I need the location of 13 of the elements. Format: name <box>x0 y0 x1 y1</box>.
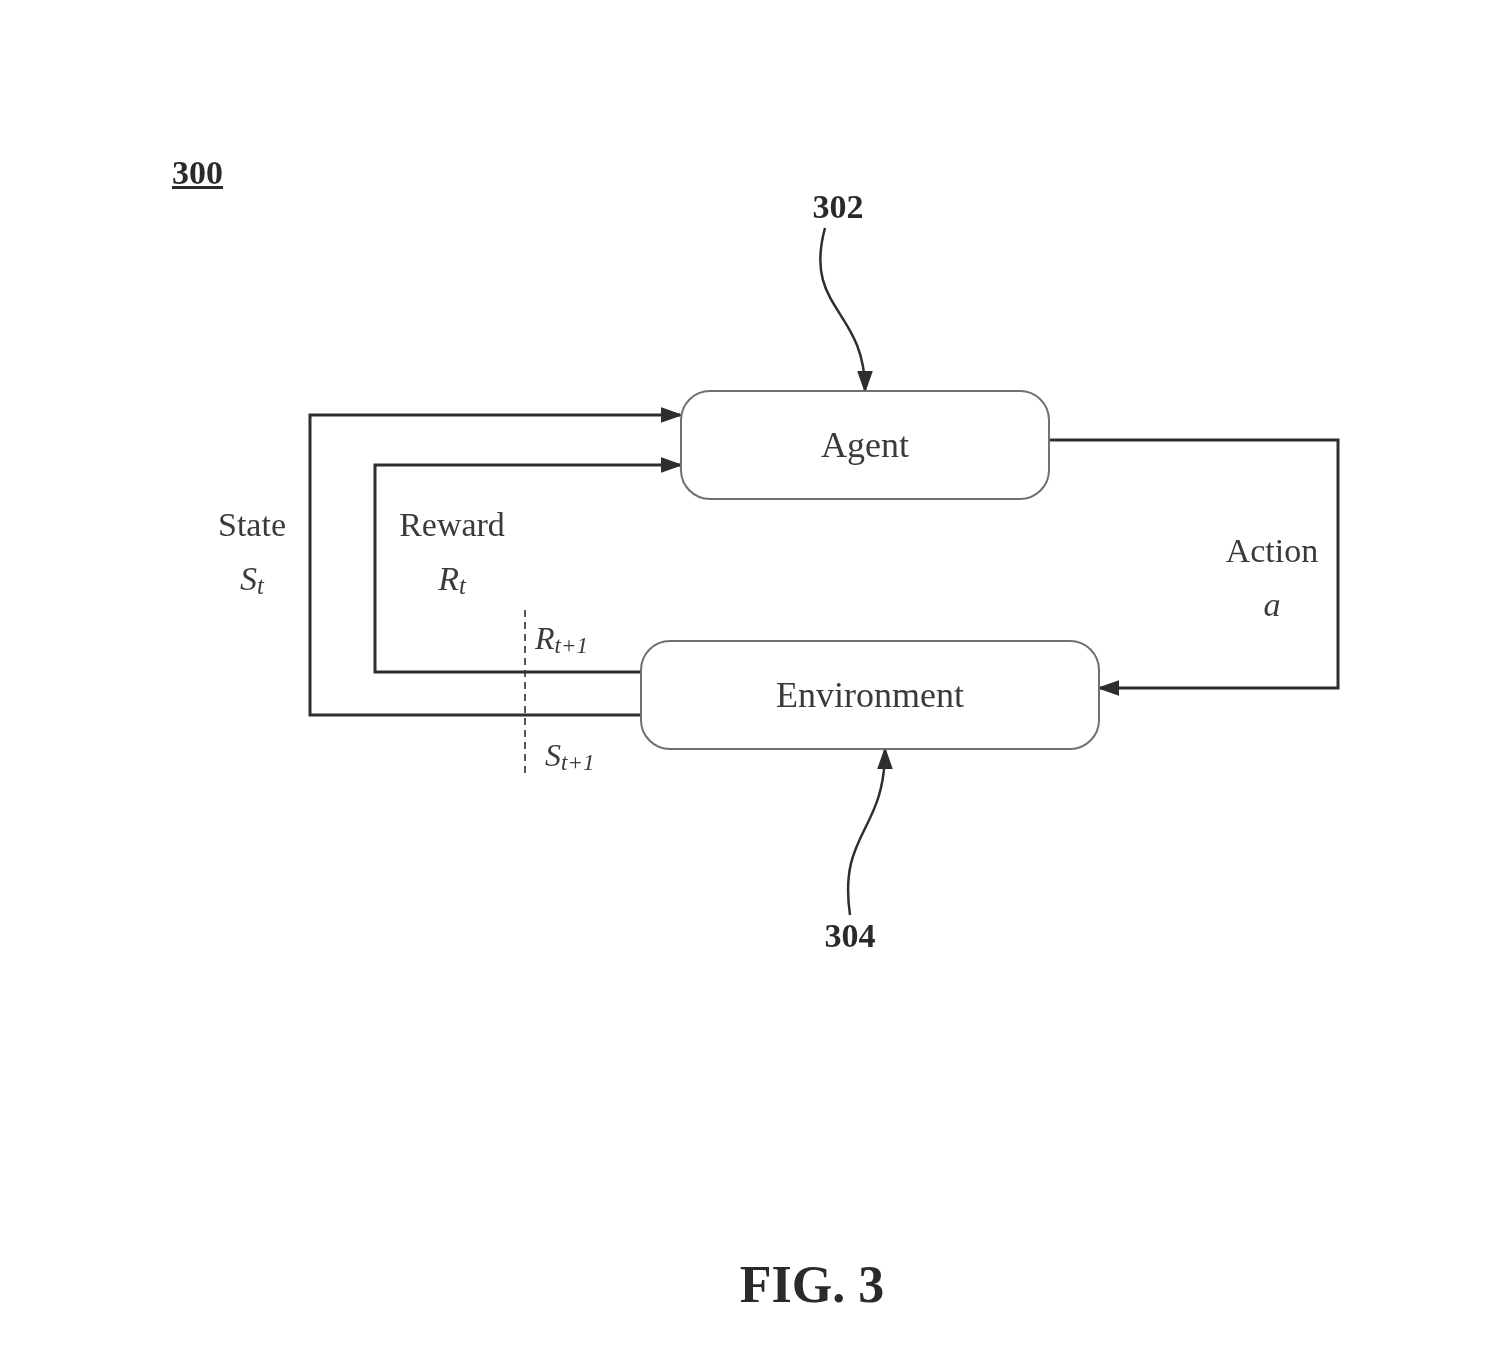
variable-label: R$_{t+1}$ <box>535 620 588 657</box>
rounded-box: Environment <box>640 640 1100 750</box>
arrow <box>1050 438 1340 696</box>
figure-caption: FIG. 3 <box>739 1255 885 1314</box>
rounded-box: Agent <box>680 390 1050 500</box>
leader-line <box>846 748 892 916</box>
reference-numeral: 304 <box>812 915 888 957</box>
leader-line <box>819 227 872 392</box>
arrow <box>308 407 682 717</box>
reference-numeral: 300 <box>172 154 223 192</box>
variable-label: S$_{t+1}$ <box>545 737 595 774</box>
reference-numeral: 302 <box>800 186 876 228</box>
arrow <box>373 457 682 674</box>
